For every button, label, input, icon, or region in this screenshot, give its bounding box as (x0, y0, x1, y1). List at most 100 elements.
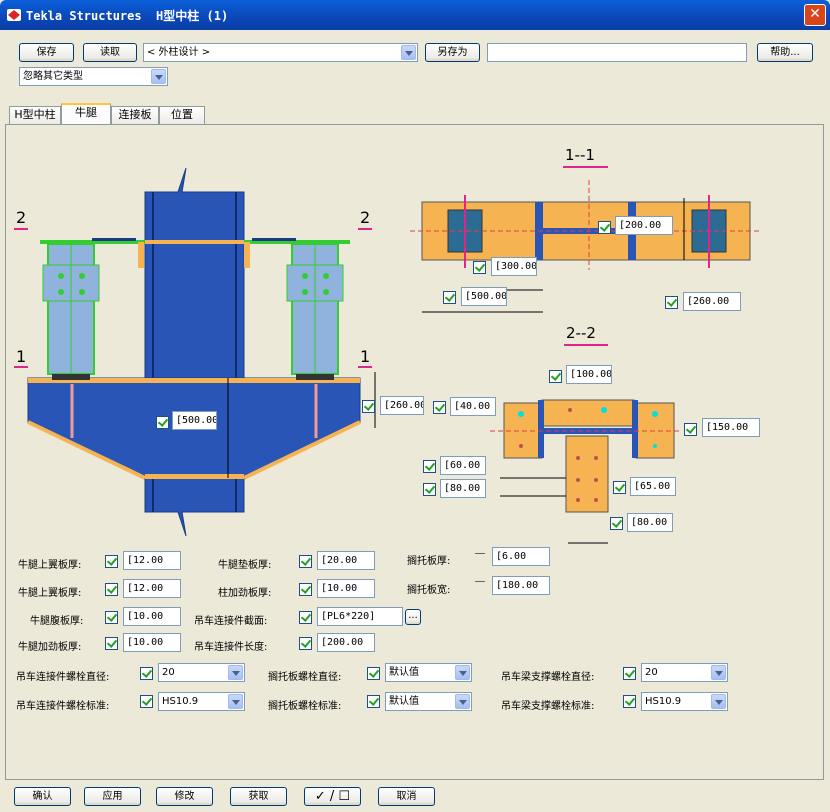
flange-plate (541, 399, 635, 427)
crane-connector-bolt-standard-value: HS10.9 (162, 696, 199, 707)
s2-80a-input[interactable]: [80.00 (440, 479, 486, 498)
close-button[interactable]: ✕ (804, 4, 826, 26)
s2-80a-checkbox[interactable] (423, 483, 436, 496)
bracket-bolt-diameter-checkbox[interactable] (367, 667, 380, 680)
corbel-height-checkbox[interactable] (156, 416, 169, 429)
s1-200-input[interactable]: [200.00 (615, 216, 673, 235)
get-button[interactable]: 获取 (230, 787, 287, 806)
chevron-down-icon[interactable] (711, 694, 726, 709)
chevron-down-icon[interactable] (711, 665, 726, 680)
bracket-bolt-diameter-label: 搁托板螺栓直径: (268, 672, 342, 683)
corbel-web-thickness-checkbox[interactable] (105, 611, 118, 624)
bolt-group (58, 273, 329, 295)
s1-260-checkbox[interactable] (665, 296, 678, 309)
upper-flange-thickness-input[interactable]: [12.00 (123, 551, 181, 570)
upper-flange-thickness-2-checkbox[interactable] (105, 583, 118, 596)
ok-button[interactable]: 确认 (14, 787, 71, 806)
corbel-stiffener-thickness-checkbox[interactable] (105, 637, 118, 650)
corbel-pad-thickness-checkbox[interactable] (299, 555, 312, 568)
s2-40-input[interactable]: [40.00 (450, 397, 496, 416)
corbel-web-thickness-input[interactable]: [10.00 (123, 607, 181, 626)
save-button[interactable]: 保存 (19, 43, 74, 62)
tab-position[interactable]: 位置 (159, 106, 205, 124)
modify-button[interactable]: 修改 (156, 787, 213, 806)
s1-260-input[interactable]: [260.00 (683, 292, 741, 311)
bolt-group (518, 407, 658, 448)
crane-connector-bolt-diameter-combo[interactable]: 20 (158, 663, 245, 682)
chevron-down-icon[interactable] (228, 665, 243, 680)
crane-connector-bolt-standard-combo[interactable]: HS10.9 (158, 692, 245, 711)
tab-h-column[interactable]: H型中柱 (9, 106, 61, 124)
column-stiffener-thickness-input[interactable]: [10.00 (317, 579, 375, 598)
chevron-down-icon[interactable] (228, 694, 243, 709)
bracket-bolt-diameter-combo[interactable]: 默认值 (385, 663, 472, 682)
s1-500-input[interactable]: [500.00 (461, 287, 507, 306)
corbel-stiffener-thickness-input[interactable]: [10.00 (123, 633, 181, 652)
s2-40-checkbox[interactable] (433, 401, 446, 414)
corbel-stiffener-thickness-label: 牛腿加劲板厚: (18, 642, 82, 653)
s2-80b-checkbox[interactable] (610, 517, 623, 530)
s2-80b-input[interactable]: [80.00 (627, 513, 673, 532)
crane-connector-bolt-diameter-checkbox[interactable] (140, 667, 153, 680)
tab-connection-plate[interactable]: 连接板 (111, 106, 159, 124)
bracket-bolt-standard-checkbox[interactable] (367, 695, 380, 708)
crane-connector-section-checkbox[interactable] (299, 611, 312, 624)
s2-65-checkbox[interactable] (613, 481, 626, 494)
s2-150-checkbox[interactable] (684, 423, 697, 436)
chevron-down-icon[interactable] (401, 45, 416, 60)
crane-beam-bolt-diameter-label: 吊车梁支撑螺栓直径: (501, 672, 595, 683)
s1-200-checkbox[interactable] (598, 221, 611, 234)
crane-connector-section-input[interactable]: [PL6*220] (317, 607, 403, 626)
chevron-down-icon[interactable] (455, 665, 470, 680)
crane-beam-bolt-standard-combo[interactable]: HS10.9 (641, 692, 728, 711)
s1-500-checkbox[interactable] (443, 291, 456, 304)
profile-browse-button[interactable]: ... (405, 609, 421, 625)
corbel-height-input[interactable]: [500.00 (172, 411, 217, 430)
load-button[interactable]: 读取 (83, 43, 137, 62)
save-as-button[interactable]: 另存为 (425, 43, 480, 62)
s2-150-input[interactable]: [150.00 (702, 418, 760, 437)
bracket-bolt-standard-combo[interactable]: 默认值 (385, 692, 472, 711)
crane-connector-length-input[interactable]: [200.00 (317, 633, 375, 652)
section-title: 1--1 (565, 146, 595, 164)
cancel-button[interactable]: 取消 (378, 787, 435, 806)
crane-beam-bolt-diameter-combo[interactable]: 20 (641, 663, 728, 682)
column-stiffener-thickness-label: 柱加劲板厚: (218, 588, 272, 599)
s1-300-checkbox[interactable] (473, 261, 486, 274)
preset-combo[interactable]: < 外柱设计 > (143, 43, 418, 62)
bracket-width-input[interactable]: [180.00 (492, 576, 550, 595)
flange-depth-input[interactable]: [260.00 (380, 396, 424, 415)
corbel-pad-thickness-input[interactable]: [20.00 (317, 551, 375, 570)
crane-beam-bolt-standard-checkbox[interactable] (623, 695, 636, 708)
tab-corbel[interactable]: 牛腿 (61, 103, 111, 124)
apply-button[interactable]: 应用 (84, 787, 141, 806)
column-stiffener-thickness-checkbox[interactable] (299, 583, 312, 596)
flange-depth-checkbox[interactable] (362, 400, 375, 413)
upper-flange-thickness-2-input[interactable]: [12.00 (123, 579, 181, 598)
crane-connector-length-checkbox[interactable] (299, 637, 312, 650)
bracket-plate (244, 242, 250, 268)
s1-300-input[interactable]: [300.00 (491, 257, 537, 276)
corbel-top-flange (28, 378, 360, 383)
save-as-name-input[interactable] (487, 43, 747, 62)
section-marker: 1 (360, 347, 370, 366)
s2-60-input[interactable]: [60.00 (440, 456, 486, 475)
s2-100-input[interactable]: [100.00 (566, 365, 612, 384)
column-flange (538, 400, 544, 458)
s2-65-input[interactable]: [65.00 (630, 477, 676, 496)
crane-connector-length-label: 吊车连接件长度: (194, 642, 268, 653)
crane-connector-bolt-standard-checkbox[interactable] (140, 695, 153, 708)
bracket-thickness-input[interactable]: [6.00 (492, 547, 550, 566)
upper-flange-thickness-checkbox[interactable] (105, 555, 118, 568)
crane-beam-bolt-diameter-checkbox[interactable] (623, 667, 636, 680)
section-marker: 1 (16, 347, 26, 366)
help-button[interactable]: 帮助... (757, 43, 813, 62)
type-filter-combo[interactable]: 忽略其它类型 (19, 67, 168, 86)
s2-100-checkbox[interactable] (549, 370, 562, 383)
upper-flange-thickness-label: 牛腿上翼板厚: (18, 560, 82, 571)
s2-60-checkbox[interactable] (423, 460, 436, 473)
toggle-all-checkboxes-button[interactable]: ✓ / ☐ (304, 787, 361, 806)
corbel-elevation-diagram: 2 2 1 1 (14, 167, 376, 537)
chevron-down-icon[interactable] (455, 694, 470, 709)
chevron-down-icon[interactable] (151, 69, 166, 84)
